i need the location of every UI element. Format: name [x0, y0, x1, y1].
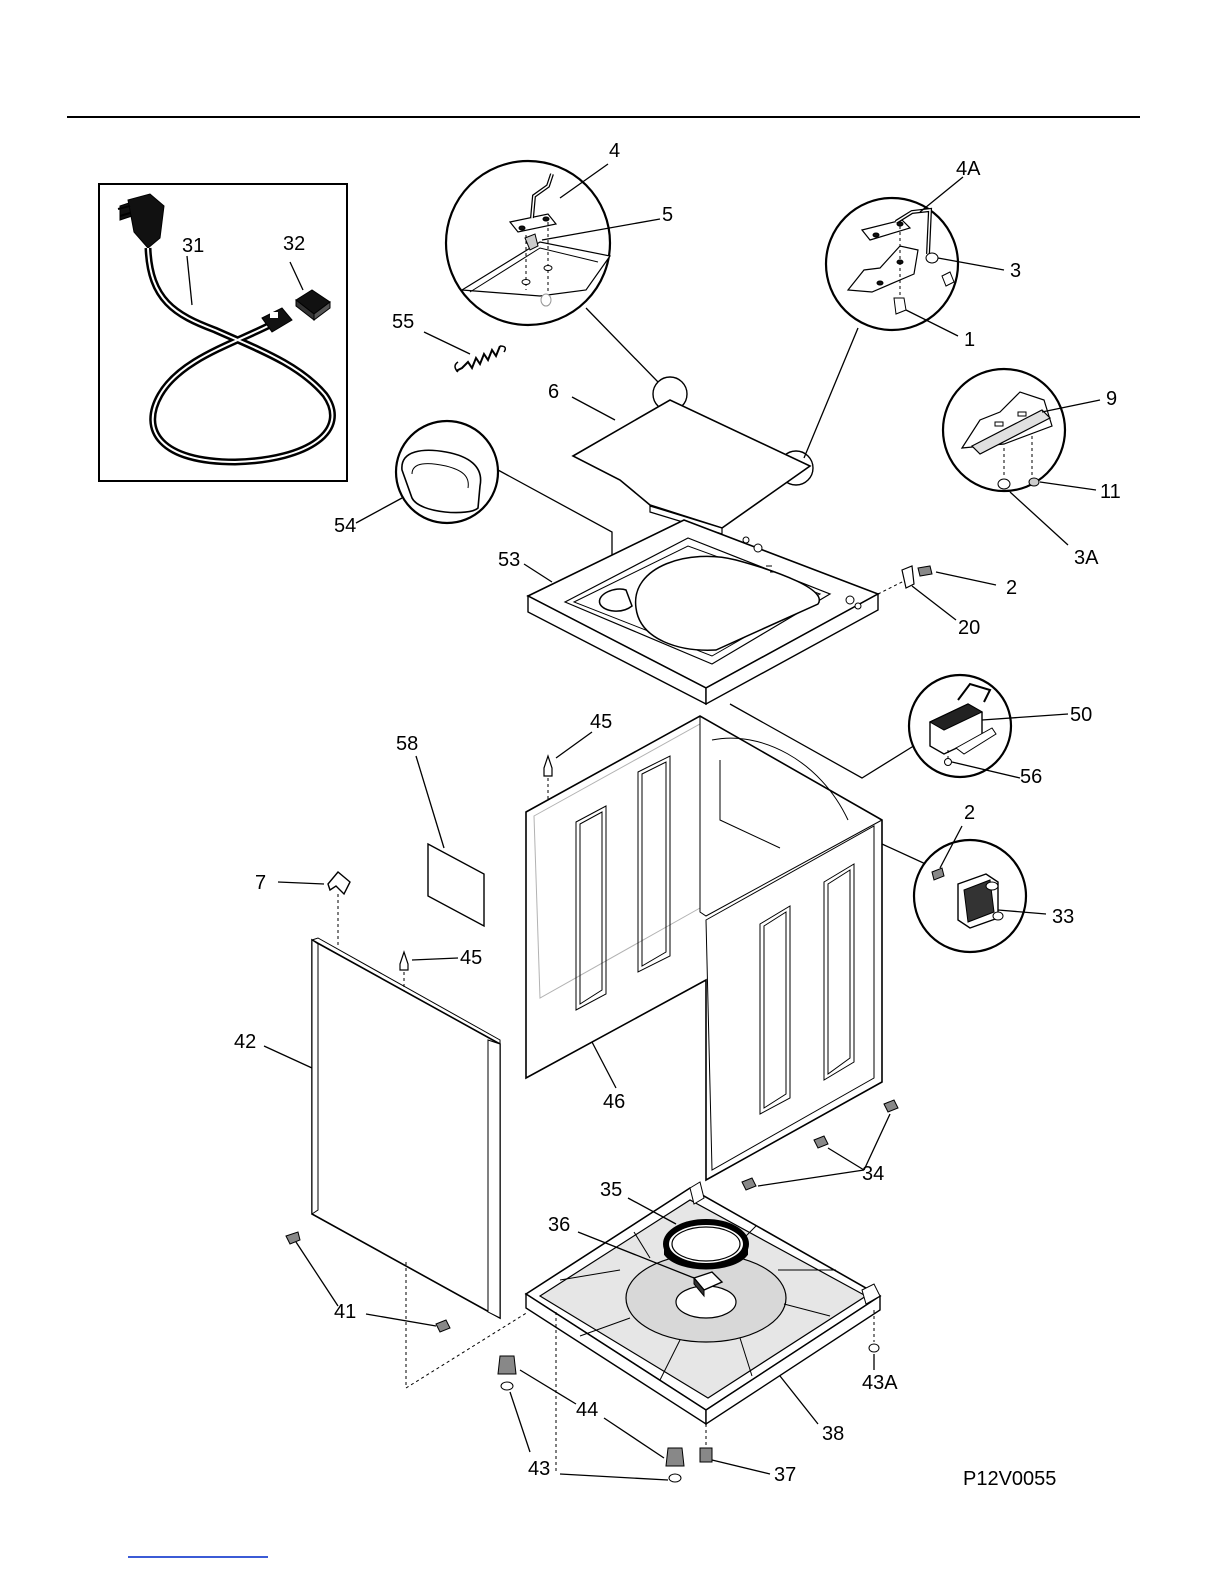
- label-20: 20: [958, 617, 980, 639]
- label-11: 11: [1100, 481, 1121, 503]
- lid-part-6: [572, 397, 810, 534]
- label-3a: 3A: [1074, 547, 1099, 569]
- callout-detail-54: [356, 421, 612, 598]
- label-46: 46: [603, 1091, 625, 1113]
- label-43a: 43A: [862, 1372, 898, 1394]
- figure-code: P12V0055: [963, 1468, 1056, 1490]
- label-3: 3: [1010, 260, 1021, 282]
- callout-detail-50-56: [909, 675, 1068, 778]
- label-36: 36: [548, 1214, 570, 1236]
- label-33: 33: [1052, 906, 1074, 928]
- label-7: 7: [255, 872, 266, 894]
- bracket-part-7: [278, 872, 350, 948]
- callout-detail-9-11-3a: [943, 369, 1100, 545]
- label-45-top: 45: [590, 711, 612, 733]
- label-43: 43: [528, 1458, 550, 1480]
- label-45-lower: 45: [460, 947, 482, 969]
- label-32: 32: [283, 233, 305, 255]
- label-38: 38: [822, 1423, 844, 1445]
- label-31: 31: [182, 235, 204, 257]
- label-53: 53: [498, 549, 520, 571]
- label-56: 56: [1020, 766, 1042, 788]
- label-54: 54: [334, 515, 356, 537]
- label-5: 5: [662, 204, 673, 226]
- cabinet-part-46: [526, 716, 930, 1180]
- label-37: 37: [774, 1464, 796, 1486]
- footer-link-underline[interactable]: [128, 1556, 268, 1558]
- label-50: 50: [1070, 704, 1092, 726]
- label-58: 58: [396, 733, 418, 755]
- label-34: 34: [862, 1163, 884, 1185]
- callout-detail-4-5: [446, 161, 687, 411]
- spring-part-55: [424, 332, 505, 372]
- label-4: 4: [609, 140, 620, 162]
- label-44: 44: [576, 1399, 598, 1421]
- power-cord-inset: [99, 184, 347, 481]
- label-6: 6: [548, 381, 559, 403]
- label-55: 55: [392, 311, 414, 333]
- label-35: 35: [600, 1179, 622, 1201]
- label-1: 1: [964, 329, 975, 351]
- label-2-mid: 2: [964, 802, 975, 824]
- label-4a: 4A: [956, 158, 981, 180]
- label-9: 9: [1106, 388, 1117, 410]
- callout-detail-2-33: [914, 826, 1046, 952]
- clip-20-screw-2: [902, 566, 996, 620]
- label-42: 42: [234, 1031, 256, 1053]
- label-card-58: [416, 756, 484, 926]
- label-41: 41: [334, 1301, 356, 1323]
- front-panel-part-42: [264, 938, 500, 1318]
- label-2-top: 2: [1006, 577, 1017, 599]
